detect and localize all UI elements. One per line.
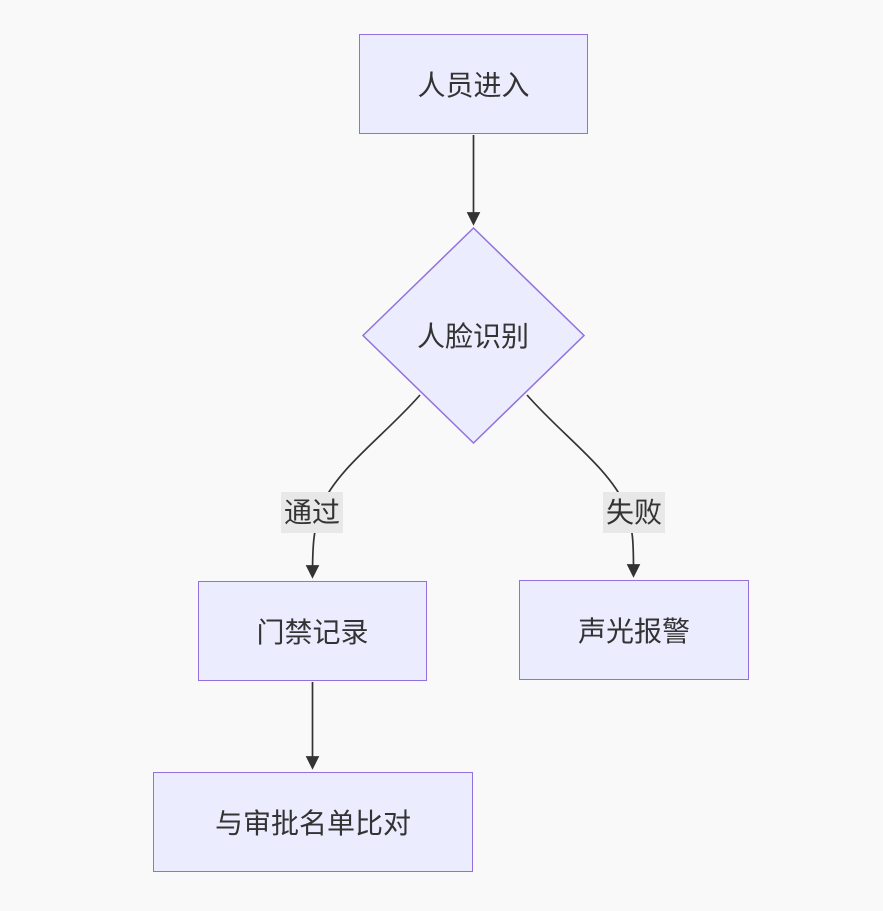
node-access-record-label: 门禁记录: [256, 617, 369, 648]
node-compare-approval-list-label: 与审批名单比对: [214, 808, 411, 839]
edge-pass-to-access-record: [305, 394, 421, 579]
node-face-recognition-shape: [361, 226, 586, 445]
node-sound-light-alarm: 声光报警: [519, 580, 749, 680]
edge-fail-to-alarm: [526, 394, 641, 578]
node-sound-light-alarm-label: 声光报警: [577, 616, 690, 647]
node-face-recognition-label: 人脸识别: [416, 321, 530, 352]
node-compare-approval-list: 与审批名单比对: [153, 772, 473, 872]
node-person-entry-label: 人员进入: [417, 70, 530, 101]
edge-label-pass: 通过: [281, 492, 344, 533]
edge-label-fail: 失败: [603, 492, 666, 533]
node-person-entry: 人员进入: [359, 34, 588, 134]
node-access-record: 门禁记录: [198, 581, 427, 681]
